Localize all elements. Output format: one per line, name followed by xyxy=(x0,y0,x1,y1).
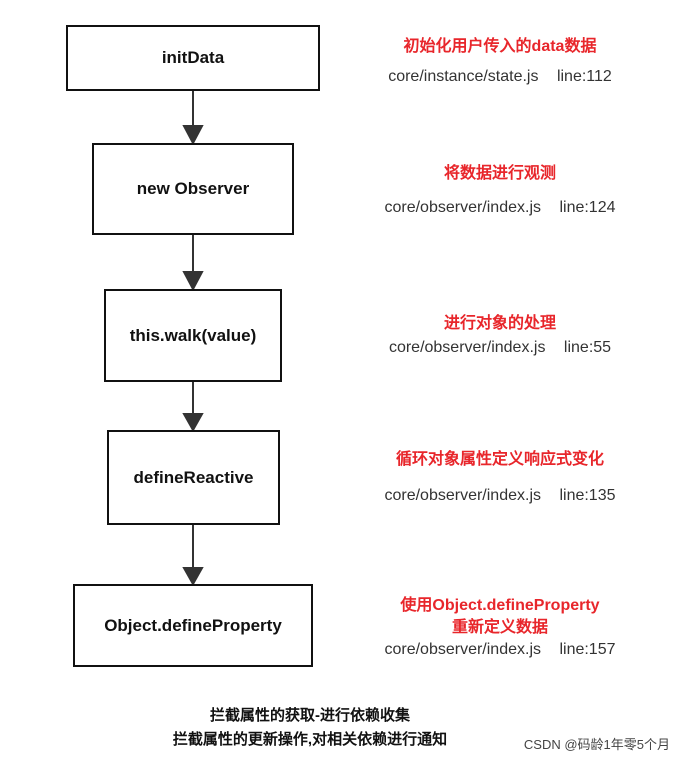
step-label: defineReactive xyxy=(133,467,254,487)
step-label: Object.defineProperty xyxy=(104,615,282,635)
step-box-define-reactive: defineReactive xyxy=(107,430,280,525)
note-file: core/observer/index.js xyxy=(388,339,546,356)
note-line: line:135 xyxy=(559,487,616,504)
note-file: core/observer/index.js xyxy=(384,641,541,658)
step-label: this.walk(value) xyxy=(129,325,257,345)
footer-line-2: 拦截属性的更新操作,对相关依赖进行通知 xyxy=(172,731,448,748)
arrow-4-head xyxy=(182,567,204,587)
step-label: initData xyxy=(161,48,225,67)
note-line: line:112 xyxy=(556,68,612,85)
note-title: 初始化用户传入的data数据 xyxy=(403,38,597,55)
note-define-reactive: 循环对象属性定义响应式变化 core/observer/index.js lin… xyxy=(350,449,650,507)
note-title: 循环对象属性定义响应式变化 xyxy=(395,451,604,468)
note-file: core/observer/index.js xyxy=(384,487,541,504)
note-title: 使用Object.defineProperty xyxy=(400,597,600,614)
note-new-observer: 将数据进行观测 core/observer/index.js line:124 xyxy=(350,163,650,219)
arrow-1-head xyxy=(182,125,204,146)
step-box-new-observer: new Observer xyxy=(92,143,294,235)
arrow-3-head xyxy=(182,413,204,433)
step-label: new Observer xyxy=(136,179,250,198)
watermark: CSDN @码龄1年零5个月 xyxy=(523,737,670,752)
note-line: line:157 xyxy=(559,641,616,658)
note-title: 进行对象的处理 xyxy=(443,315,556,332)
arrow-2-head xyxy=(182,271,204,292)
note-walk: 进行对象的处理 core/observer/index.js line:55 xyxy=(350,313,650,359)
note-file: core/instance/state.js xyxy=(388,68,539,85)
step-box-initdata: initData xyxy=(66,25,320,91)
note-define-property: 使用Object.defineProperty 重新定义数据 core/obse… xyxy=(350,595,650,661)
note-file: core/observer/index.js xyxy=(384,199,541,216)
note-line: line:55 xyxy=(563,339,612,356)
step-box-define-property: Object.defineProperty xyxy=(73,584,313,667)
step-box-walk: this.walk(value) xyxy=(104,289,282,382)
note-title-line2: 重新定义数据 xyxy=(451,619,548,636)
note-title: 将数据进行观测 xyxy=(443,165,556,182)
footer-line-1: 拦截属性的获取-进行依赖收集 xyxy=(210,707,410,724)
note-line: line:124 xyxy=(559,199,616,216)
note-initdata: 初始化用户传入的data数据 core/instance/state.js li… xyxy=(350,36,650,88)
